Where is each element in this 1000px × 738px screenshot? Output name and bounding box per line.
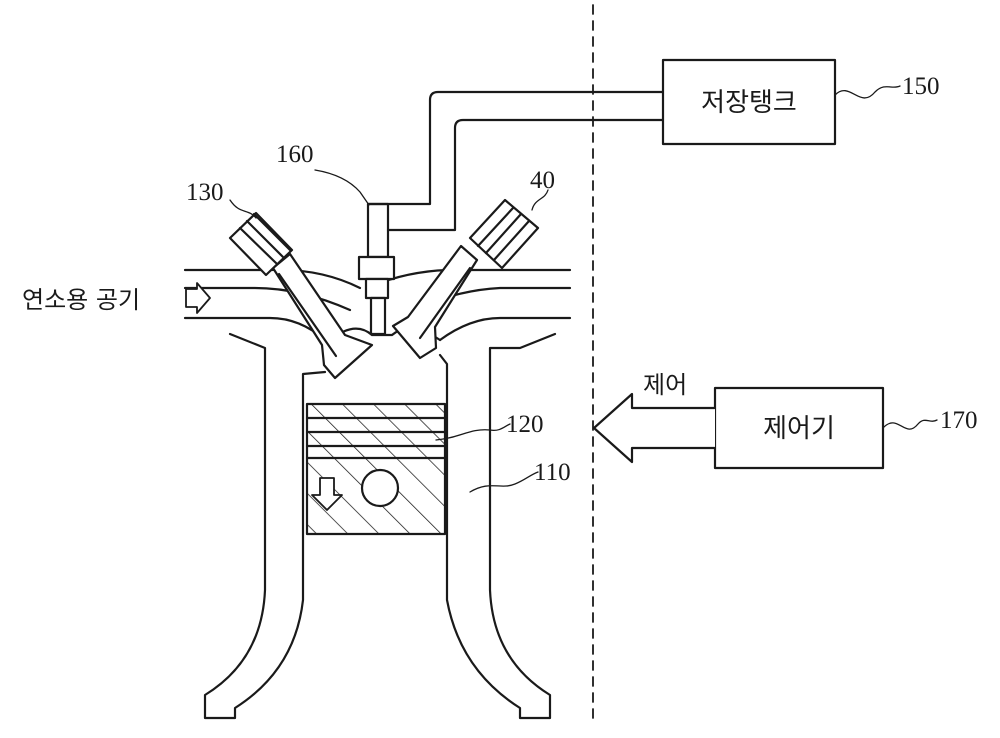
ref-40: 40: [530, 167, 555, 194]
fuel-supply-pipe: [366, 90, 665, 232]
ref-130: 130: [186, 179, 224, 206]
cylinder-left-wall: [203, 332, 327, 720]
ref-150: 150: [902, 73, 940, 100]
intake-valve: [228, 211, 374, 380]
cylinder-right-wall: [438, 332, 557, 720]
leader-170: [882, 419, 938, 430]
leader-150: [834, 85, 901, 99]
ref-110: 110: [534, 459, 571, 486]
piston-pin: [360, 468, 400, 508]
ref-160: 160: [276, 141, 314, 168]
leader-120: [435, 423, 511, 441]
leader-110: [469, 471, 539, 493]
leader-130: [229, 199, 257, 219]
down-arrow-icon: [311, 477, 343, 511]
ref-120: 120: [506, 411, 544, 438]
ref-170: 170: [940, 407, 978, 434]
leader-40: [531, 189, 549, 211]
exhaust-valve: [391, 198, 540, 360]
storage-tank-box: [661, 58, 837, 146]
combustion-air-label: 연소용 공기: [22, 286, 140, 314]
control-arrow: [592, 392, 717, 464]
piston: [305, 402, 447, 536]
fuel-injector: [357, 202, 396, 336]
leader-lines: [229, 85, 938, 493]
storage-tank-label: 저장탱크: [701, 88, 797, 118]
control-label: 제어: [643, 371, 687, 399]
air-inlet-arrow-icon: [185, 282, 211, 314]
controller-label: 제어기: [763, 414, 835, 444]
leader-160: [314, 169, 370, 206]
